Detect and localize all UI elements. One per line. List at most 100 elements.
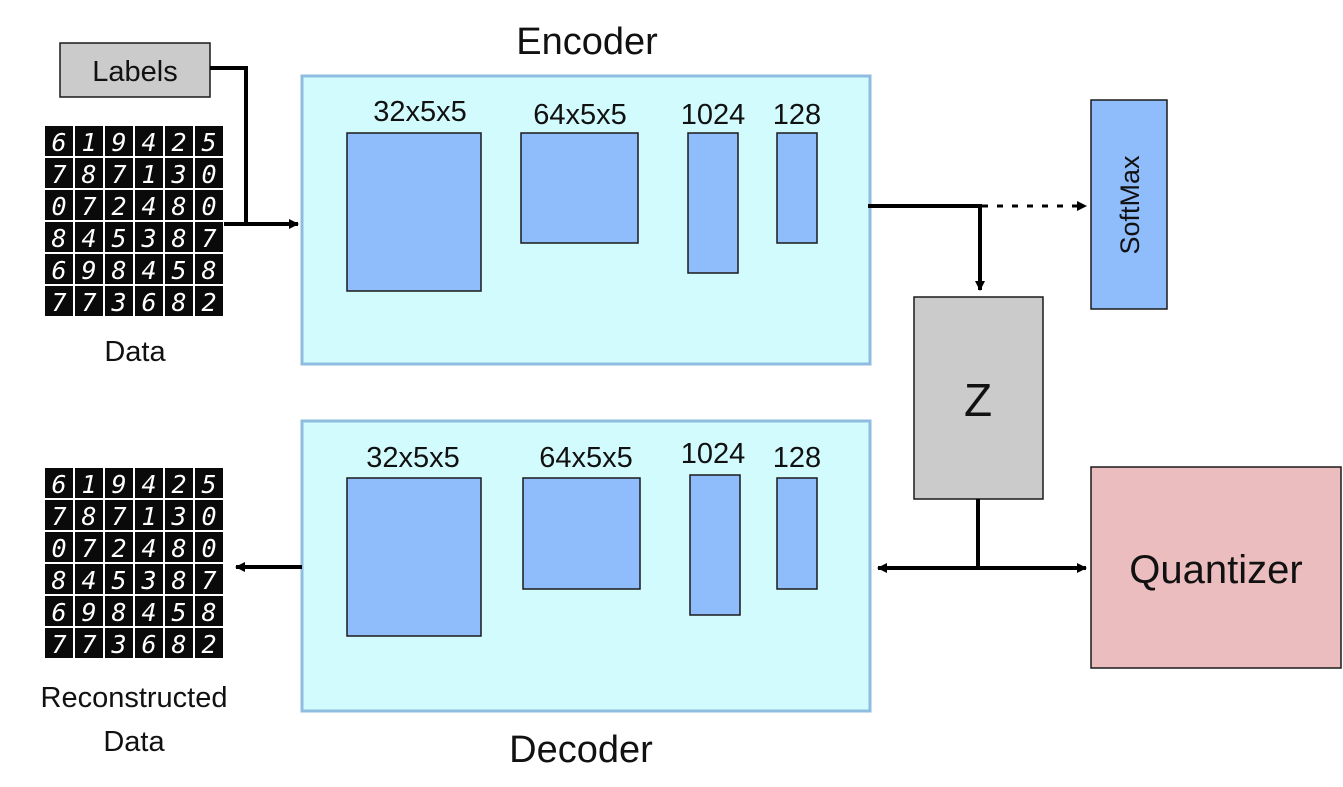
digit-cell	[75, 222, 103, 252]
digit-glyph: 7	[51, 160, 66, 189]
digit-glyph: 9	[111, 128, 126, 157]
softmax-box	[1090, 99, 1168, 310]
digit-glyph: 2	[171, 128, 186, 157]
digit-glyph: 2	[111, 534, 126, 563]
digit-cell	[165, 628, 193, 658]
digit-glyph: 4	[141, 192, 156, 221]
digit-cell	[135, 628, 163, 658]
digit-cell	[45, 500, 73, 530]
digit-cell	[195, 158, 223, 188]
digit-glyph: 7	[51, 288, 66, 317]
digit-cell	[45, 468, 73, 498]
digit-cell	[105, 532, 133, 562]
digit-glyph: 4	[81, 566, 96, 595]
digit-cell	[105, 500, 133, 530]
digit-glyph: 9	[81, 256, 96, 285]
digit-glyph: 8	[201, 256, 216, 285]
digit-glyph: 4	[141, 128, 156, 157]
digit-glyph: 8	[171, 192, 186, 221]
digit-glyph: 3	[170, 160, 186, 189]
digit-cell	[195, 190, 223, 220]
encoder-layer-3-label: 1024	[681, 99, 746, 131]
digit-glyph: 7	[111, 160, 126, 189]
digit-cell	[105, 126, 133, 156]
decoder-layer-3	[689, 474, 741, 616]
latent-z-box	[913, 296, 1044, 500]
decoder-layer-1	[346, 477, 482, 637]
digit-cell	[135, 564, 163, 594]
digit-cell	[135, 596, 163, 626]
digit-glyph: 9	[111, 470, 126, 499]
digit-glyph: 0	[201, 160, 216, 189]
digit-glyph: 8	[171, 288, 186, 317]
digit-cell	[45, 222, 73, 252]
digit-cell	[165, 532, 193, 562]
decoder-title: Decoder	[509, 729, 653, 771]
digit-glyph: 6	[51, 598, 66, 627]
encoder-layer-2	[520, 132, 639, 244]
digit-cell	[195, 254, 223, 284]
digit-cell	[165, 596, 193, 626]
digit-glyph: 7	[51, 630, 66, 659]
digit-glyph: 3	[110, 630, 126, 659]
digit-cell	[75, 190, 103, 220]
digit-cell	[45, 564, 73, 594]
digit-glyph: 7	[81, 288, 96, 317]
decoder-layer-4-label: 128	[773, 442, 821, 474]
digit-cell	[135, 222, 163, 252]
digit-glyph: 8	[111, 598, 126, 627]
reconstructed-label-line1: Reconstructed	[41, 682, 228, 714]
digit-cell	[45, 286, 73, 316]
digit-cell	[135, 286, 163, 316]
digit-cell	[195, 126, 223, 156]
digit-glyph: 0	[51, 192, 66, 221]
digit-cell	[105, 628, 133, 658]
decoder-layer-2	[522, 477, 641, 590]
digit-cell	[135, 190, 163, 220]
digit-cell	[195, 468, 223, 498]
digit-glyph: 2	[201, 630, 216, 659]
digit-glyph: 2	[171, 470, 186, 499]
digit-cell	[165, 254, 193, 284]
labels-connector	[210, 66, 248, 224]
digit-cell	[135, 126, 163, 156]
digit-cell	[105, 468, 133, 498]
digit-glyph: 8	[171, 566, 186, 595]
digit-glyph: 4	[141, 534, 156, 563]
digit-glyph: 0	[201, 502, 216, 531]
digit-glyph: 5	[171, 256, 186, 285]
digit-glyph: 8	[111, 256, 126, 285]
digit-glyph: 8	[81, 502, 96, 531]
digit-glyph: 6	[51, 128, 66, 157]
decoder-layer-1-label: 32x5x5	[366, 442, 460, 474]
data-label: Data	[104, 336, 166, 368]
digit-glyph: 3	[140, 224, 156, 253]
encoder-title: Encoder	[516, 21, 658, 63]
digit-cell	[165, 190, 193, 220]
encoder-layer-2-label: 64x5x5	[533, 99, 627, 131]
decoder-layer-3-label: 1024	[681, 438, 746, 470]
digit-cell	[165, 158, 193, 188]
encoder-layer-3	[687, 132, 739, 274]
digit-cell	[75, 286, 103, 316]
digit-glyph: 2	[111, 192, 126, 221]
digit-glyph: 5	[111, 566, 126, 595]
digit-glyph: 8	[51, 224, 66, 253]
digit-cell	[105, 564, 133, 594]
digit-glyph: 0	[201, 192, 216, 221]
digit-glyph: 7	[111, 502, 126, 531]
digit-glyph: 8	[81, 160, 96, 189]
labels-box-label: Labels	[92, 56, 177, 88]
digit-glyph: 9	[81, 598, 96, 627]
digit-cell	[45, 126, 73, 156]
digit-cell	[165, 222, 193, 252]
digit-cell	[45, 596, 73, 626]
digit-glyph: 8	[171, 224, 186, 253]
digit-glyph: 8	[171, 630, 186, 659]
labels-box	[59, 42, 211, 98]
digit-cell	[105, 190, 133, 220]
digit-cell	[135, 532, 163, 562]
